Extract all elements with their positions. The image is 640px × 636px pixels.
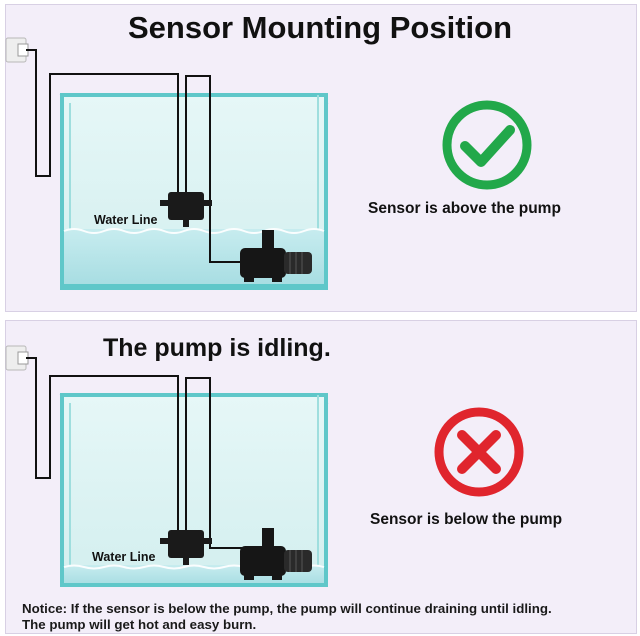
power-cables xyxy=(26,357,248,549)
notice-line-1: Notice: If the sensor is below the pump,… xyxy=(22,601,552,616)
correct-status-text: Sensor is above the pump xyxy=(368,200,561,217)
incorrect-status-text: Sensor is below the pump xyxy=(370,511,563,528)
water-pump xyxy=(240,528,312,580)
check-icon xyxy=(442,100,532,190)
water-line-label: Water Line xyxy=(94,213,158,227)
power-cables xyxy=(26,49,248,263)
water-pump xyxy=(240,230,312,282)
water-level-sensor xyxy=(160,530,212,565)
water-level-sensor xyxy=(160,192,212,227)
cross-icon xyxy=(434,407,524,497)
page-title: Sensor Mounting Position xyxy=(127,10,513,45)
wall-socket-icon xyxy=(5,345,29,371)
water-line-label: Water Line xyxy=(92,550,156,564)
idling-title: The pump is idling. xyxy=(103,334,331,362)
notice-line-2: The pump will get hot and easy burn. xyxy=(22,617,257,632)
